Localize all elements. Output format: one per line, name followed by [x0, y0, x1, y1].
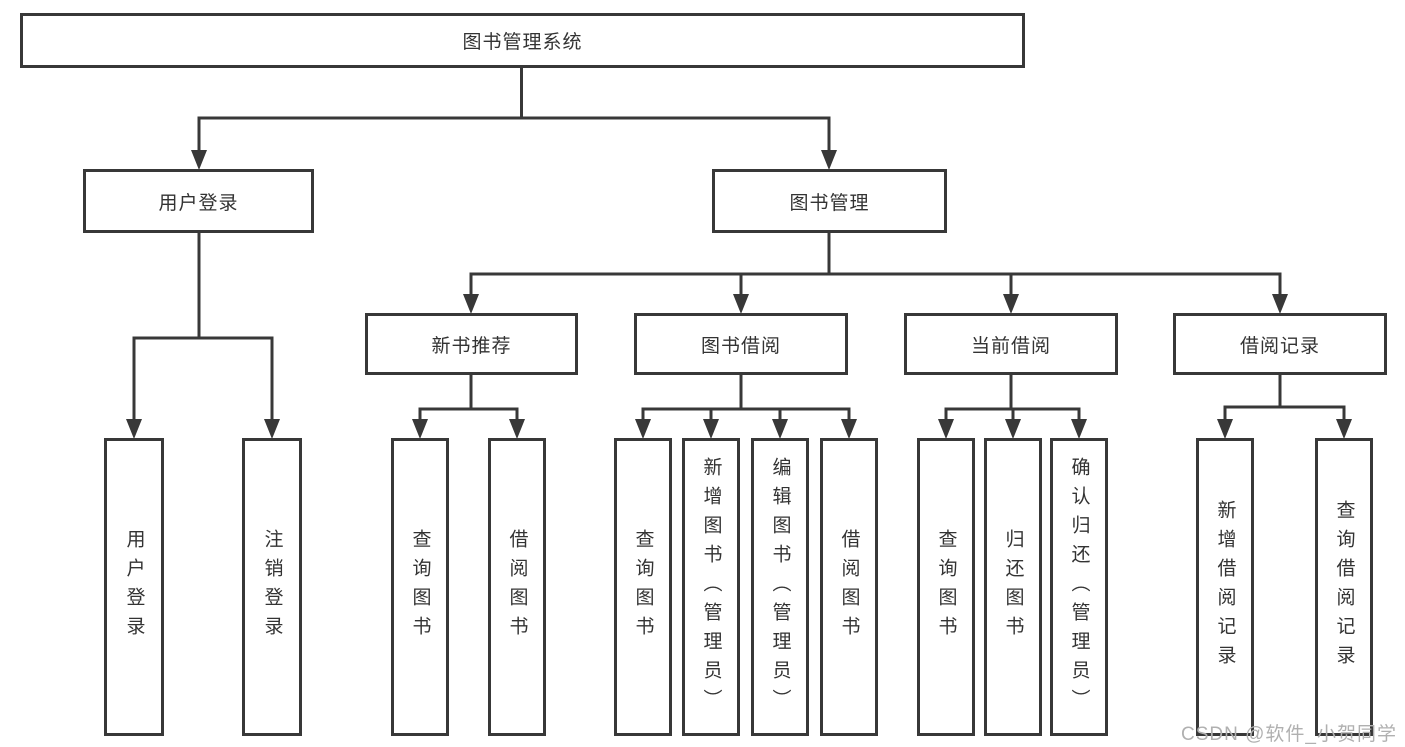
node-label: 用户登录: [158, 192, 239, 214]
node-label: 查询图书: [632, 529, 654, 645]
node-user-login: 用户登录: [83, 169, 314, 233]
node-label: 注销登录: [261, 529, 283, 645]
node-label: 借阅记录: [1239, 335, 1320, 357]
node-label: 用户登录: [123, 529, 145, 645]
leaf-logout: 注销登录: [242, 438, 302, 736]
node-label: 编辑图书（管理员）: [769, 456, 791, 718]
node-new-book-recommend: 新书推荐: [365, 313, 578, 375]
leaf-confirm-return-admin: 确认归还（管理员）: [1050, 438, 1108, 736]
leaf-query-books-borrowing: 查询图书: [614, 438, 672, 736]
node-label: 借阅图书: [506, 529, 528, 645]
node-label: 新增借阅记录: [1214, 500, 1236, 674]
node-label: 借阅图书: [838, 529, 860, 645]
node-borrowing-records: 借阅记录: [1173, 313, 1387, 375]
node-root-system: 图书管理系统: [20, 13, 1025, 68]
node-label: 查询图书: [935, 529, 957, 645]
node-label: 查询借阅记录: [1333, 500, 1355, 674]
leaf-borrow-books-recommend: 借阅图书: [488, 438, 546, 736]
node-label: 图书管理系统: [462, 32, 583, 53]
leaf-query-borrow-record: 查询借阅记录: [1315, 438, 1373, 736]
arrow-down-icons: [126, 150, 1352, 439]
leaf-query-books-recommend: 查询图书: [391, 438, 449, 736]
node-book-management: 图书管理: [712, 169, 947, 233]
node-label: 归还图书: [1002, 529, 1024, 645]
connector-stems: [132, 68, 1346, 420]
leaf-edit-books-admin: 编辑图书（管理员）: [751, 438, 809, 736]
leaf-add-borrow-record: 新增借阅记录: [1196, 438, 1254, 736]
leaf-return-books: 归还图书: [984, 438, 1042, 736]
csdn-watermark: CSDN @软件_小贺同学: [1181, 724, 1397, 745]
node-label: 查询图书: [409, 529, 431, 645]
node-current-borrowing: 当前借阅: [904, 313, 1118, 375]
node-label: 图书管理: [789, 192, 870, 214]
leaf-user-login: 用户登录: [104, 438, 164, 736]
leaf-query-books-current: 查询图书: [917, 438, 975, 736]
node-label: 图书借阅: [700, 335, 781, 357]
node-book-borrowing: 图书借阅: [634, 313, 848, 375]
node-label: 当前借阅: [970, 335, 1051, 357]
node-label: 新增图书（管理员）: [700, 456, 722, 718]
leaf-add-books-admin: 新增图书（管理员）: [682, 438, 740, 736]
leaf-borrow-books: 借阅图书: [820, 438, 878, 736]
node-label: 确认归还（管理员）: [1068, 456, 1090, 718]
node-label: 新书推荐: [431, 335, 512, 357]
